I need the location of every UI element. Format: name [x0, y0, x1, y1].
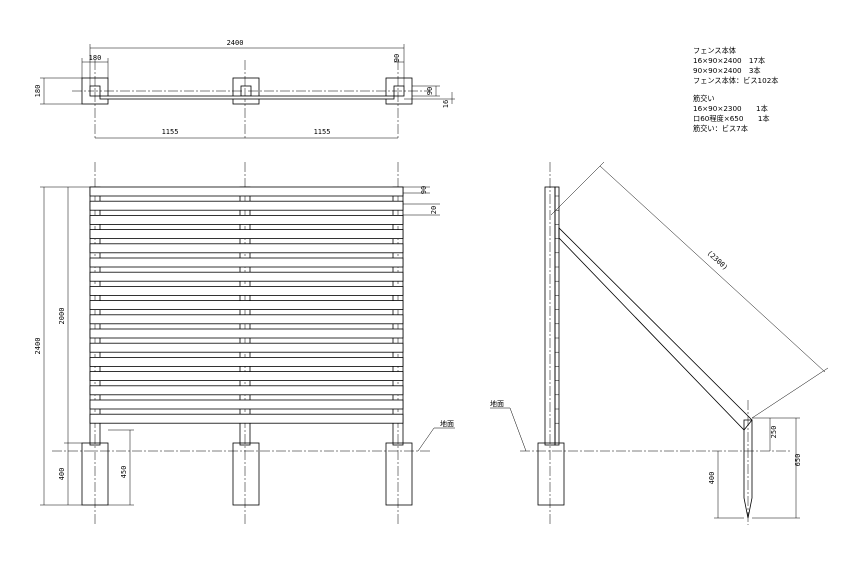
dim-plan-gap: 90	[393, 54, 401, 62]
brace-notes-line-1: 16×90×2300 1本	[693, 104, 768, 113]
fence-board	[89, 399, 404, 410]
dim-elev-buried: 400	[58, 468, 66, 481]
fence-notes-line-1: 16×90×2400 17本	[693, 56, 766, 65]
fence-board	[89, 356, 404, 367]
fence-board	[89, 214, 404, 225]
fence-board	[89, 186, 404, 197]
fence-boards	[89, 186, 404, 424]
dim-plan-total: 2400	[227, 39, 244, 47]
fence-board	[89, 342, 404, 353]
side-board-edges	[555, 195, 559, 424]
fence-board	[89, 257, 404, 268]
dim-side-stake-top: 250	[770, 426, 778, 439]
dim-elev-fence: 2000	[58, 308, 66, 325]
fence-notes-line-2: 90×90×2400 3本	[693, 66, 761, 75]
side-elevation	[490, 161, 829, 525]
dim-side-stake-total: 650	[794, 454, 802, 467]
fence-board	[89, 243, 404, 254]
dim-elev-gap: 20	[430, 206, 438, 214]
plan-view	[40, 44, 455, 140]
fence-board	[89, 271, 404, 282]
brace-notes-title: 筋交い	[693, 94, 715, 103]
dim-plan-depth: 180	[34, 85, 42, 98]
dim-plan-span-right: 1155	[314, 128, 331, 136]
dim-plan-span-left: 1155	[162, 128, 179, 136]
fence-board	[89, 285, 404, 296]
fence-board	[89, 385, 404, 396]
brace-notes-line-3: 筋交い：ビス7本	[693, 124, 748, 133]
fence-board	[89, 371, 404, 382]
dim-side-buried: 400	[708, 472, 716, 485]
brace-notes-line-2: ロ60程度×650 1本	[693, 114, 770, 123]
fence-board	[89, 200, 404, 211]
fence-board	[89, 300, 404, 311]
fence-board	[89, 229, 404, 240]
fence-board	[89, 413, 404, 424]
fence-board	[89, 328, 404, 339]
dim-elev-base: 450	[120, 466, 128, 479]
dim-plan-small: 90	[426, 87, 434, 95]
front-elevation	[40, 162, 455, 525]
dim-elev-board: 90	[420, 186, 428, 194]
fence-board	[89, 314, 404, 325]
material-notes: フェンス本体 16×90×2400 17本 90×90×2400 3本 フェンス…	[693, 46, 778, 134]
dim-plan-thk: 16	[442, 100, 450, 108]
ground-label-side: 地面	[490, 399, 504, 408]
fence-notes-line-3: フェンス本体：ビス102本	[693, 76, 779, 85]
ground-label-front: 地面	[440, 419, 454, 428]
dim-plan-post: 180	[89, 54, 102, 62]
fence-notes-title: フェンス本体	[693, 46, 736, 55]
dim-side-brace: (2300)	[705, 249, 729, 272]
dim-elev-total: 2400	[34, 338, 42, 355]
